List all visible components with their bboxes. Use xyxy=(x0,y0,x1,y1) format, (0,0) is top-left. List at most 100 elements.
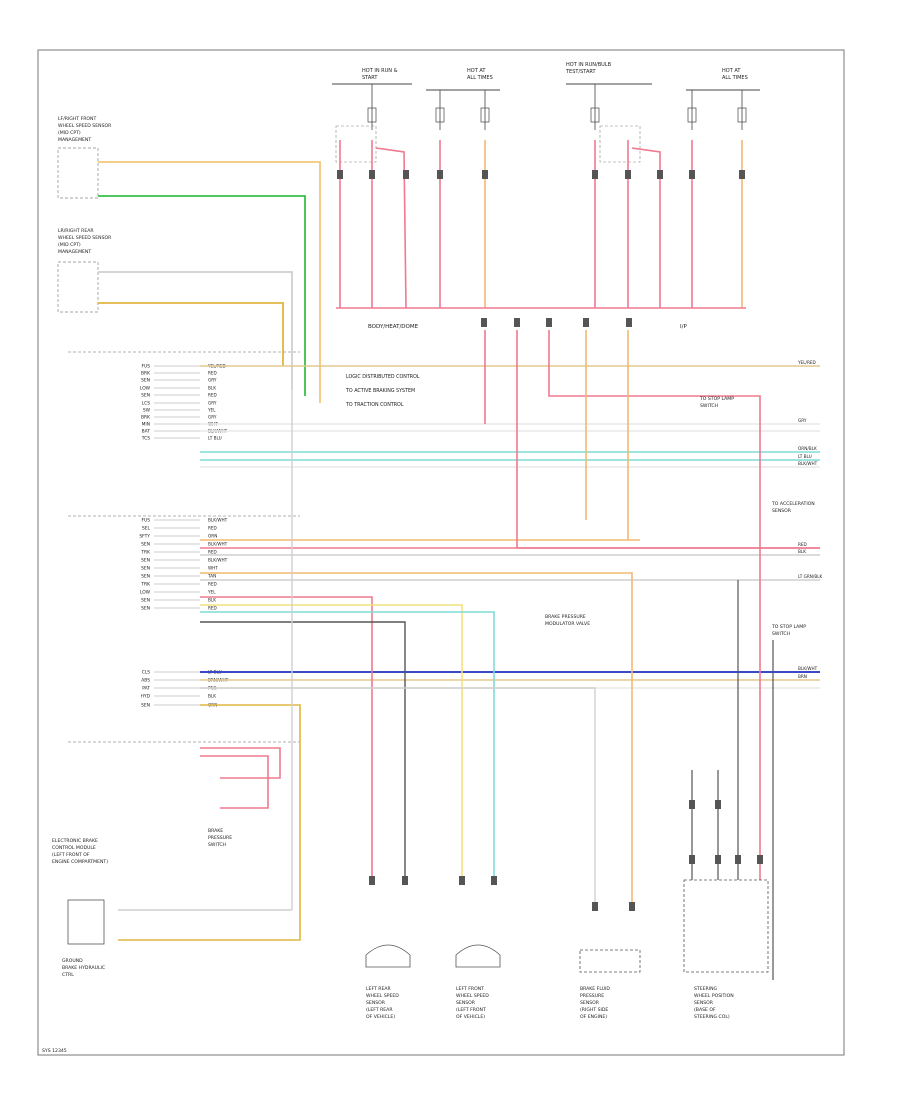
svg-text:TO STOP LAMP: TO STOP LAMP xyxy=(771,624,806,630)
front-sensors: LF/RIGHT FRONT WHEEL SPEED SENSOR (MID C… xyxy=(57,116,321,403)
pin-label: LOW xyxy=(140,386,151,392)
svg-text:LF/RIGHT FRONT: LF/RIGHT FRONT xyxy=(58,116,96,122)
svg-text:GROUND: GROUND xyxy=(62,958,83,964)
top-label-hot-all-1b: ALL TIMES xyxy=(467,75,493,81)
top-label-hot-run-1b: START xyxy=(362,75,378,81)
svg-text:LR/RIGHT REAR: LR/RIGHT REAR xyxy=(58,228,94,234)
top-label-hot-all-2b: ALL TIMES xyxy=(722,75,748,81)
svg-text:TO TRACTION CONTROL: TO TRACTION CONTROL xyxy=(345,402,404,408)
svg-text:OF ENGINE): OF ENGINE) xyxy=(580,1014,607,1020)
svg-text:WHEEL SPEED SENSOR: WHEEL SPEED SENSOR xyxy=(58,123,112,129)
pin-label: BAT xyxy=(142,429,151,435)
wire-color-label: BLK/WHT xyxy=(208,518,228,523)
svg-text:WHEEL SPEED: WHEEL SPEED xyxy=(456,993,489,999)
svg-text:SENSOR: SENSOR xyxy=(772,508,792,514)
notes: LOGIC DISTRIBUTED CONTROL TO ACTIVE BRAK… xyxy=(345,374,815,637)
svg-text:(LEFT FRONT OF: (LEFT FRONT OF xyxy=(52,852,90,858)
right-wire-label: BLK/WHT xyxy=(798,666,818,671)
top-label-hot-run-2: HOT IN RUN/BULB xyxy=(566,62,612,68)
top-label-hot-all-1: HOT AT xyxy=(467,68,486,74)
svg-text:SENSOR: SENSOR xyxy=(580,1000,600,1006)
pin-label: LCS xyxy=(142,401,151,407)
svg-text:WHEEL SPEED SENSOR: WHEEL SPEED SENSOR xyxy=(58,235,112,241)
wire-color-label: RED xyxy=(208,550,217,555)
wire-color-label: GRY xyxy=(208,378,217,383)
pin-label: SEN xyxy=(141,378,150,384)
pin-label: FUS xyxy=(141,364,150,370)
svg-text:LEFT REAR: LEFT REAR xyxy=(366,986,392,992)
connector-label-right: I/P xyxy=(680,324,687,330)
top-label-hot-all-2: HOT AT xyxy=(722,68,741,74)
wire-color-label: BLK/WHT xyxy=(208,542,228,547)
ebcm-connector-1 xyxy=(68,351,300,743)
svg-text:CONTROL MODULE: CONTROL MODULE xyxy=(52,845,96,851)
pin-label: BRK xyxy=(141,371,150,377)
pin-label: CLS xyxy=(142,670,151,676)
pin-label: PAT xyxy=(142,686,150,692)
svg-text:LEFT FRONT: LEFT FRONT xyxy=(456,986,484,992)
right-wire-label: BRN xyxy=(798,674,807,679)
pin-label: TRK xyxy=(140,550,150,556)
svg-text:STEERING COL): STEERING COL) xyxy=(694,1014,730,1020)
svg-text:MODULATOR VALVE: MODULATOR VALVE xyxy=(545,621,590,627)
wire-color-label: GRY xyxy=(208,415,217,420)
wire-color-label: RED xyxy=(208,582,217,587)
svg-text:(MID CPT): (MID CPT) xyxy=(58,242,81,248)
svg-text:(LEFT REAR: (LEFT REAR xyxy=(366,1007,393,1013)
svg-text:WHEEL SPEED: WHEEL SPEED xyxy=(366,993,399,999)
horizontal-wires xyxy=(200,365,820,689)
right-wire-label: LT GRN/BLK xyxy=(798,574,823,579)
pin-label: SW xyxy=(143,408,151,414)
pin-label: FUS xyxy=(141,518,150,524)
right-wire-label: LT BLU xyxy=(798,454,812,459)
svg-text:OF VEHICLE): OF VEHICLE) xyxy=(366,1014,395,1020)
svg-text:(BASE OF: (BASE OF xyxy=(694,1007,716,1013)
svg-text:TO STOP LAMP: TO STOP LAMP xyxy=(699,396,734,402)
wire-color-label: RED xyxy=(208,606,217,611)
svg-text:ENGINE COMPARTMENT): ENGINE COMPARTMENT) xyxy=(52,859,108,865)
pin-label: BRK xyxy=(141,415,150,421)
wire-color-label: YEL xyxy=(207,408,216,413)
svg-text:SENSOR: SENSOR xyxy=(456,1000,476,1006)
pin-label: TCS xyxy=(141,436,150,442)
right-wire-label: ORN/BLK xyxy=(798,446,817,451)
svg-text:ELECTRONIC BRAKE: ELECTRONIC BRAKE xyxy=(52,838,98,844)
svg-text:(LEFT FRONT: (LEFT FRONT xyxy=(456,1007,486,1013)
svg-text:BRAKE PRESSURE: BRAKE PRESSURE xyxy=(545,614,586,620)
wire-color-label: BLK xyxy=(208,386,216,391)
top-label-hot-run-2b: TEST/START xyxy=(565,69,596,75)
pin-rows: FUSYEL/REDBRKREDSENGRYLOWBLKSENREDLCSGRY… xyxy=(139,364,228,709)
wire-color-label: ORN xyxy=(208,534,217,539)
svg-text:BRAKE FLUID: BRAKE FLUID xyxy=(580,986,610,992)
pin-label: SEN xyxy=(141,606,150,612)
pin-label: TRK xyxy=(140,582,150,588)
svg-text:LOGIC DISTRIBUTED CONTROL: LOGIC DISTRIBUTED CONTROL xyxy=(346,374,420,380)
page-id: SYS 12345 xyxy=(42,1048,67,1054)
pin-label: SEN xyxy=(141,566,150,572)
pin-label: SEN xyxy=(141,558,150,564)
pin-label: SFTY xyxy=(139,534,150,540)
wire-color-label: TAN xyxy=(207,574,216,579)
wire-color-label: WHT xyxy=(208,566,218,571)
pin-label: SEL xyxy=(142,526,151,532)
bottom-connectors xyxy=(369,800,763,911)
top-power-section: HOT IN RUN & START HOT AT ALL TIMES HOT … xyxy=(332,62,760,330)
right-wire-label: BLK/WHT xyxy=(798,461,818,466)
svg-text:BRAKE HYDRAULIC: BRAKE HYDRAULIC xyxy=(62,965,105,971)
svg-text:SWITCH: SWITCH xyxy=(700,403,718,409)
svg-text:(MID CPT): (MID CPT) xyxy=(58,130,81,136)
right-wire-label: YEL/RED xyxy=(797,360,816,365)
wire-color-label: GRY xyxy=(208,401,217,406)
svg-text:OF VEHICLE): OF VEHICLE) xyxy=(456,1014,485,1020)
wire-color-label: YEL xyxy=(207,590,216,595)
pin-label: ABS xyxy=(141,678,150,684)
svg-text:TO ACTIVE BRAKING SYSTEM: TO ACTIVE BRAKING SYSTEM xyxy=(345,388,415,394)
svg-text:STEERING: STEERING xyxy=(694,986,718,992)
wire-color-label: BLK/WHT xyxy=(208,558,228,563)
top-label-hot-run-1: HOT IN RUN & xyxy=(362,68,398,74)
svg-text:BRAKE: BRAKE xyxy=(208,828,223,834)
vertical-wires xyxy=(118,330,820,980)
pin-label: HYD xyxy=(141,694,151,700)
